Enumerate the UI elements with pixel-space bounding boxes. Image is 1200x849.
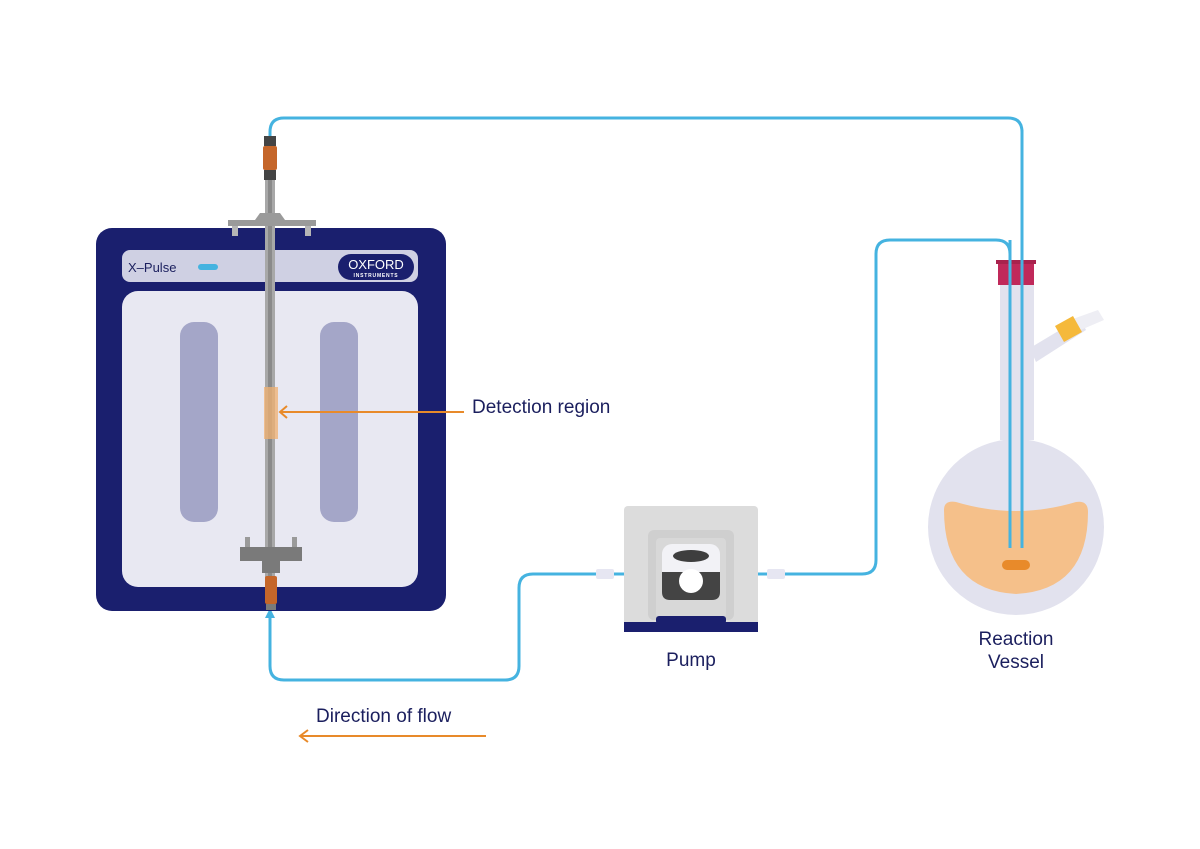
pump-label: Pump — [666, 650, 716, 671]
tube-pump-to-vessel — [785, 238, 1012, 576]
direction-of-flow-label: Direction of flow — [316, 706, 451, 727]
pump-outlet-connector — [767, 569, 785, 579]
detection-region-label: Detection region — [472, 397, 610, 418]
vessel-cap — [998, 261, 1034, 285]
side-arm-stopper — [1055, 316, 1082, 342]
brand-name: X–Pulse — [128, 260, 176, 275]
pump — [596, 506, 785, 632]
pump-inlet-connector — [596, 569, 614, 579]
reaction-vessel — [928, 130, 1104, 615]
oxford-instruments-logo: OXFORD INSTRUMENTS — [338, 254, 414, 280]
tube-instrument-to-vessel — [268, 116, 1024, 548]
stir-bar — [1002, 560, 1030, 570]
flow-cell — [228, 136, 316, 610]
vessel-liquid — [944, 501, 1088, 594]
status-indicator — [198, 264, 218, 270]
reaction-vessel-label-line2: Vessel — [988, 652, 1044, 673]
svg-text:OXFORD: OXFORD — [348, 257, 404, 272]
svg-text:INSTRUMENTS: INSTRUMENTS — [354, 273, 399, 279]
magnet-right — [320, 322, 358, 522]
tube-instrument-to-pump — [268, 572, 660, 682]
magnet-left — [180, 322, 218, 522]
flow-arrowhead — [265, 608, 275, 618]
detection-region-highlight — [264, 387, 278, 439]
reaction-vessel-label-line1: Reaction — [979, 629, 1054, 650]
